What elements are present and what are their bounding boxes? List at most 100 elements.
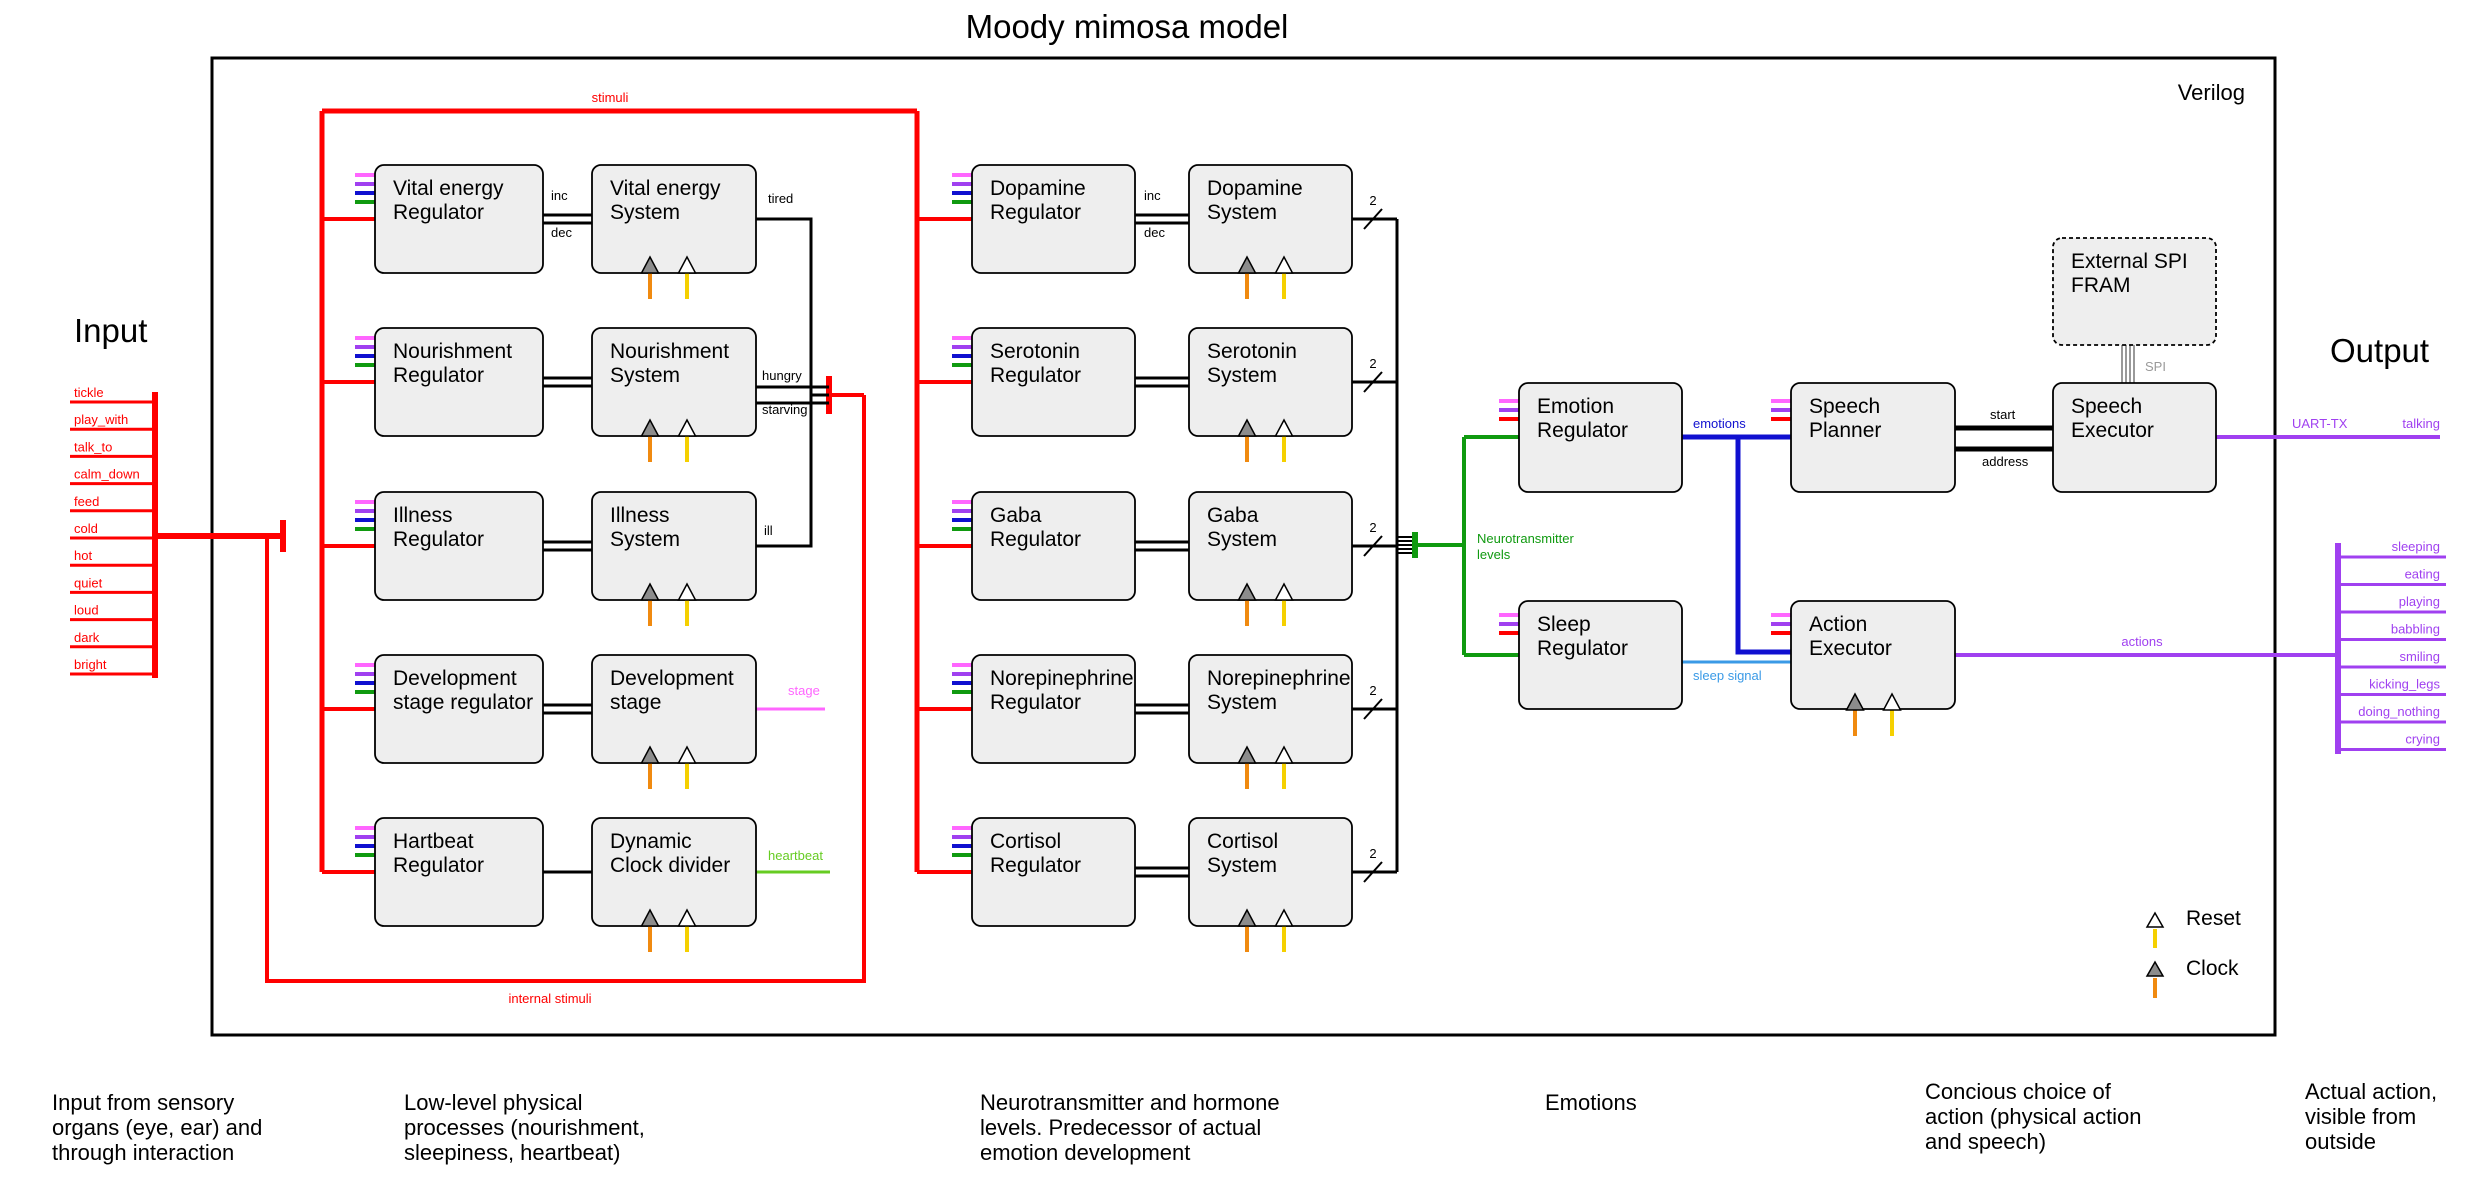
clock-triangle bbox=[640, 908, 660, 927]
serotonin-system-clock-reset bbox=[1237, 418, 1294, 462]
nourishment-regulator-label: Nourishment bbox=[393, 340, 512, 363]
development-stage-box bbox=[591, 654, 757, 764]
neurotransmitter-label: Neurotransmitter bbox=[1477, 531, 1574, 546]
reset-triangle bbox=[1882, 692, 1902, 711]
output-label-eating: eating bbox=[2405, 567, 2440, 582]
hungry-label: hungry bbox=[762, 368, 802, 383]
legend-reset-label: Reset bbox=[2186, 907, 2241, 930]
cortisol-system-box bbox=[1188, 817, 1353, 927]
nourishment-regulator-box bbox=[374, 327, 544, 437]
output-title: Output bbox=[2330, 332, 2429, 369]
dynamic-clock-divider-clock-reset bbox=[640, 908, 697, 952]
clock-triangle bbox=[1845, 692, 1865, 711]
sleep-regulator-label: Regulator bbox=[1537, 637, 1628, 660]
gaba-regulator-label: Gaba bbox=[990, 504, 1042, 527]
reset-triangle bbox=[677, 745, 697, 764]
dec-label: dec bbox=[551, 225, 572, 240]
nourishment-system-label: System bbox=[610, 364, 680, 387]
bus-width-label: 2 bbox=[1369, 193, 1376, 208]
serotonin-system-box bbox=[1188, 327, 1353, 437]
vital-energy-system-label: System bbox=[610, 201, 680, 224]
emotion-regulator-box bbox=[1518, 382, 1683, 493]
dopamine-regulator-box bbox=[971, 164, 1136, 274]
emotions-to-action-wire bbox=[1735, 437, 1791, 655]
dopamine-regulator-label: Regulator bbox=[990, 201, 1081, 224]
nt-inc-label: inc bbox=[1144, 188, 1161, 203]
speech-executor-label: Executor bbox=[2071, 419, 2154, 442]
dynamic-clock-divider-box bbox=[591, 817, 757, 927]
cortisol-regulator-box bbox=[971, 817, 1136, 927]
input-label-dark: dark bbox=[74, 630, 100, 645]
bus-width-slash bbox=[1363, 535, 1383, 557]
clock-triangle bbox=[640, 418, 660, 437]
legend-clock-triangle bbox=[2145, 960, 2165, 977]
external-spi-fram-label: FRAM bbox=[2071, 274, 2131, 297]
input-label-feed: feed bbox=[74, 494, 99, 509]
illness-regulator-label: Illness bbox=[393, 504, 453, 527]
dopamine-system-box bbox=[1188, 164, 1353, 274]
actions-label: actions bbox=[2121, 634, 2163, 649]
input-label-talk_to: talk_to bbox=[74, 439, 112, 454]
gaba-system-clock-reset bbox=[1237, 582, 1294, 626]
development-stage-clock-reset bbox=[640, 745, 697, 789]
hartbeat-regulator-label: Hartbeat bbox=[393, 830, 474, 853]
stimuli-label: stimuli bbox=[592, 90, 629, 105]
heartbeat-label: heartbeat bbox=[768, 848, 823, 863]
emotions-label: emotions bbox=[1693, 416, 1746, 431]
caption-emotions: Emotions bbox=[1545, 1090, 1637, 1115]
gaba-system-label: System bbox=[1207, 528, 1277, 551]
serotonin-regulator-box bbox=[971, 327, 1136, 437]
cortisol-system-label: Cortisol bbox=[1207, 830, 1278, 853]
clock-triangle bbox=[1237, 582, 1257, 601]
verilog-frame bbox=[210, 56, 2277, 1037]
gaba-system-box bbox=[1188, 491, 1353, 601]
vital-energy-regulator-label: Regulator bbox=[393, 201, 484, 224]
input-label-bright: bright bbox=[74, 657, 107, 672]
gaba-regulator-label: Regulator bbox=[990, 528, 1081, 551]
dynamic-clock-divider-label: Dynamic bbox=[610, 830, 692, 853]
wires bbox=[70, 108, 2446, 983]
cortisol-system-label: System bbox=[1207, 854, 1277, 877]
dopamine-system-label: System bbox=[1207, 201, 1277, 224]
development-stage-label: Development bbox=[610, 667, 734, 690]
output-label-smiling: smiling bbox=[2400, 649, 2440, 664]
nourishment-system-box bbox=[591, 327, 757, 437]
legend-reset-triangle bbox=[2145, 911, 2165, 928]
reset-triangle bbox=[677, 582, 697, 601]
serotonin-system-label: System bbox=[1207, 364, 1277, 387]
dopamine-regulator-label: Dopamine bbox=[990, 177, 1086, 200]
emotion-regulator-label: Emotion bbox=[1537, 395, 1614, 418]
speech-planner-label: Planner bbox=[1809, 419, 1881, 442]
reset-triangle bbox=[1274, 908, 1294, 927]
norepinephrine-system-clock-reset bbox=[1237, 745, 1294, 789]
serotonin-system-label: Serotonin bbox=[1207, 340, 1297, 363]
reset-triangle bbox=[677, 255, 697, 274]
gaba-system-label: Gaba bbox=[1207, 504, 1259, 527]
bus-width-label: 2 bbox=[1369, 520, 1376, 535]
external-spi-fram-label: External SPI bbox=[2071, 250, 2188, 273]
clock-triangle bbox=[640, 582, 660, 601]
bus-width-slash bbox=[1363, 208, 1383, 230]
action-executor-box bbox=[1790, 600, 1956, 710]
reset-triangle bbox=[677, 418, 697, 437]
vital-energy-system-clock-reset bbox=[640, 255, 697, 299]
clock-triangle bbox=[1237, 908, 1257, 927]
